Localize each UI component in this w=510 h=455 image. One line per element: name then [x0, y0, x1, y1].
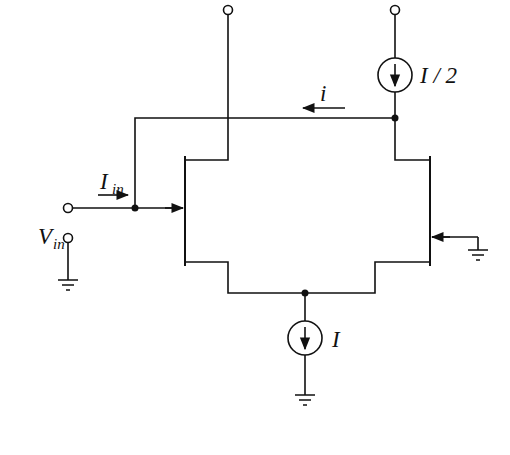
wire: [135, 118, 395, 208]
current-arrow: [303, 107, 345, 109]
wire: [394, 15, 396, 58]
junction-dot: [302, 290, 309, 297]
wire: [304, 293, 306, 321]
junction-dot: [392, 115, 399, 122]
current-subscript: in: [112, 182, 124, 197]
current-source: [378, 58, 412, 92]
voltage-subscript: in: [53, 237, 65, 252]
terminal: [64, 234, 73, 243]
gate-arrow: [165, 207, 183, 209]
voltage-name: V: [38, 225, 52, 248]
source-value: I: [332, 328, 340, 351]
wire: [185, 15, 228, 160]
ground-symbol: [295, 355, 315, 405]
ground-symbol: [468, 237, 488, 260]
transistor-channel: [184, 156, 186, 266]
current-name: i: [320, 82, 326, 105]
transistor-channel: [429, 156, 431, 266]
terminal: [224, 6, 233, 15]
wire: [73, 207, 183, 209]
junction-dot: [132, 205, 139, 212]
wire: [185, 262, 430, 293]
source-arrow: [304, 327, 306, 349]
wire: [432, 236, 478, 238]
terminal: [391, 6, 400, 15]
terminal: [64, 204, 73, 213]
current-name: I: [100, 170, 108, 193]
wire: [395, 92, 430, 160]
current-source: [288, 321, 322, 355]
source-arrow: [394, 64, 396, 86]
gate-arrow: [432, 236, 450, 238]
source-value: I / 2: [420, 64, 457, 87]
